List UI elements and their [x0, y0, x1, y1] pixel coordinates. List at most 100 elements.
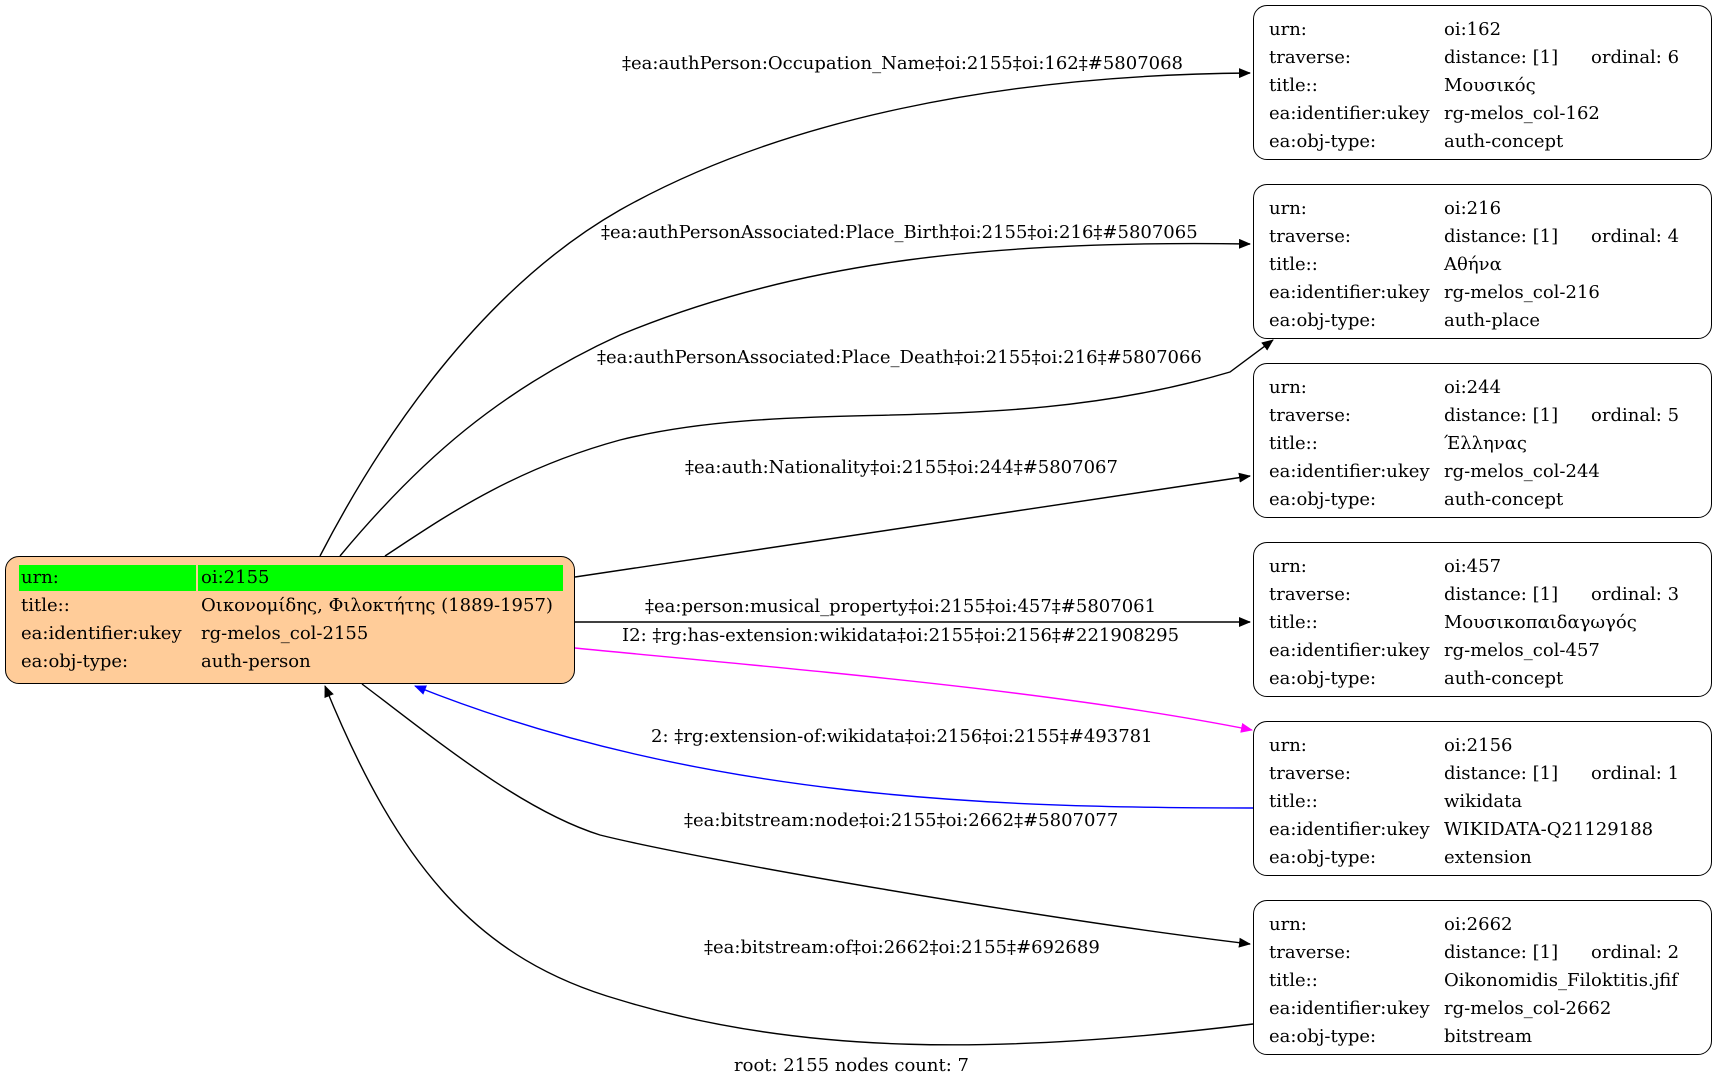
- node-ordinal: ordinal: 1: [1591, 763, 1680, 784]
- node-value: distance: [1]: [1444, 942, 1559, 963]
- root-value: auth-person: [201, 651, 311, 672]
- edge-oi-2155-to-oi-2662: [361, 683, 1251, 948]
- node-row-title: title::Μουσικός: [1254, 73, 1711, 99]
- node-value: oi:457: [1444, 556, 1502, 577]
- root-node[interactable]: urn: oi:2155 title:: Οικονομίδης, Φιλοκτ…: [5, 556, 575, 684]
- node-value: Αθήνα: [1444, 254, 1502, 275]
- root-key: urn:: [19, 565, 196, 591]
- root-row-title: title:: Οικονομίδης, Φιλοκτήτης (1889-19…: [6, 593, 574, 619]
- node-value: rg-melos_col-2662: [1444, 998, 1612, 1019]
- node-value: oi:162: [1444, 19, 1502, 40]
- node-value: rg-melos_col-216: [1444, 282, 1600, 303]
- edge-oi-2155-to-oi-216: [384, 339, 1274, 557]
- node-key: title::: [1269, 75, 1318, 96]
- edge-label: ‡ea:bitstream:of‡oi:2662‡oi:2155‡#692689: [704, 937, 1100, 958]
- node-row-traverse: traverse:distance: [1]ordinal: 3: [1254, 582, 1711, 608]
- edge-label: ‡ea:authPerson:Occupation_Name‡oi:2155‡o…: [622, 53, 1184, 74]
- node-value: Έλληνας: [1444, 433, 1527, 454]
- node-key: urn:: [1269, 556, 1307, 577]
- node-oi-457[interactable]: urn: oi:457 traverse:distance: [1]ordinal:…: [1253, 542, 1712, 697]
- node-value: WIKIDATA-Q21129188: [1444, 819, 1654, 840]
- root-row-urn: urn: oi:2155: [6, 565, 574, 591]
- node-row-obj-type: ea:obj-type: auth-concept: [1254, 129, 1711, 155]
- node-key: ea:identifier:ukey: [1269, 103, 1430, 124]
- node-key: ea:identifier:ukey: [1269, 282, 1430, 303]
- node-key: traverse:: [1269, 405, 1351, 426]
- node-value: auth-concept: [1444, 131, 1564, 152]
- edge-oi-2155-to-oi-244: [574, 472, 1251, 578]
- edge-label: ‡ea:auth:Nationality‡oi:2155‡oi:244‡#580…: [685, 457, 1118, 478]
- node-row-title: title::Μουσικοπαιδαγωγός: [1254, 610, 1711, 636]
- node-row-traverse: traverse:distance: [1]ordinal: 4: [1254, 224, 1711, 250]
- node-oi-244[interactable]: urn:oi:244 traverse: distance: [1] ordinal:…: [1253, 363, 1712, 518]
- node-oi-2156[interactable]: urn: oi:2156 traverse: distance: [1] ordinal…: [1253, 721, 1712, 876]
- node-row-urn: urn: oi:457: [1254, 554, 1711, 580]
- node-row-obj-type: ea:obj-type:bitstream: [1254, 1024, 1711, 1050]
- node-key: ea:obj-type:: [1269, 489, 1377, 510]
- node-ordinal: ordinal: 2: [1591, 942, 1680, 963]
- node-key: ea:obj-type:: [1269, 310, 1377, 331]
- node-row-obj-type: ea:obj-type:auth-concept: [1254, 666, 1711, 692]
- node-key: urn:: [1269, 377, 1307, 398]
- node-row-title: title::Αθήνα: [1254, 252, 1711, 278]
- edge-oi-2155-to-oi-216: [339, 238, 1251, 557]
- node-key: ea:identifier:ukey: [1269, 461, 1430, 482]
- edge-oi-2155-to-oi-162: [319, 68, 1251, 557]
- node-row-obj-type: ea:obj-type: auth-place: [1254, 308, 1711, 334]
- node-value: oi:216: [1444, 198, 1502, 219]
- node-row-title: title::Oikonomidis_Filoktitis.jfif: [1254, 968, 1711, 994]
- node-row-urn: urn:oi:2662: [1254, 912, 1711, 938]
- node-key: ea:obj-type:: [1269, 131, 1377, 152]
- node-key: title::: [1269, 254, 1318, 275]
- node-key: ea:identifier:ukey: [1269, 640, 1430, 661]
- node-key: title::: [1269, 970, 1318, 991]
- node-row-title: title::wikidata: [1254, 789, 1711, 815]
- node-key: title::: [1269, 612, 1318, 633]
- node-key: traverse:: [1269, 942, 1351, 963]
- node-row-urn: urn: oi:2156: [1254, 733, 1711, 759]
- node-key: ea:obj-type:: [1269, 847, 1377, 868]
- node-key: ea:obj-type:: [1269, 668, 1377, 689]
- edge-label: ‡ea:person:musical_property‡oi:2155‡oi:4…: [645, 596, 1157, 617]
- node-ordinal: ordinal: 5: [1591, 405, 1680, 426]
- node-row-ukey: ea:identifier:ukey rg-melos_col-162: [1254, 101, 1711, 127]
- node-value: Μουσικός: [1444, 75, 1536, 96]
- node-row-urn: urn:oi:244: [1254, 375, 1711, 401]
- node-value: Oikonomidis_Filoktitis.jfif: [1444, 970, 1678, 991]
- node-value: distance: [1]: [1444, 584, 1559, 605]
- edge-label: 2: ‡rg:extension-of:wikidata‡oi:2156‡oi:…: [651, 726, 1153, 747]
- node-value: auth-place: [1444, 310, 1540, 331]
- root-row-ukey: ea:identifier:ukey rg-melos_col-2155: [6, 621, 574, 647]
- node-value: bitstream: [1444, 1026, 1533, 1047]
- node-ordinal: ordinal: 6: [1591, 47, 1680, 68]
- footer-status: root: 2155 nodes count: 7: [734, 1055, 969, 1076]
- node-value: oi:2662: [1444, 914, 1513, 935]
- node-row-ukey: ea:identifier:ukey rg-melos_col-216: [1254, 280, 1711, 306]
- node-oi-2662[interactable]: urn:oi:2662 traverse: distance: [1] ordinal…: [1253, 900, 1712, 1055]
- node-value: rg-melos_col-162: [1444, 103, 1600, 124]
- node-value: wikidata: [1444, 791, 1523, 812]
- edge-label: ‡ea:bitstream:node‡oi:2155‡oi:2662‡#5807…: [684, 810, 1119, 831]
- node-value: distance: [1]: [1444, 47, 1559, 68]
- edge-oi-2662-to-oi-2155: [324, 685, 1254, 1046]
- node-row-traverse: traverse:distance: [1]ordinal: 6: [1254, 45, 1711, 71]
- edge-label: I2: ‡rg:has-extension:wikidata‡oi:2155‡o…: [622, 625, 1180, 646]
- node-row-traverse: traverse: distance: [1] ordinal: 2: [1254, 940, 1711, 966]
- edge-oi-2156-to-oi-2155: [414, 685, 1254, 809]
- edge-label: ‡ea:authPersonAssociated:Place_Death‡oi:…: [597, 347, 1202, 368]
- node-value: distance: [1]: [1444, 763, 1559, 784]
- node-key: title::: [1269, 791, 1318, 812]
- node-value: distance: [1]: [1444, 226, 1559, 247]
- node-key: urn:: [1269, 198, 1307, 219]
- node-ordinal: ordinal: 4: [1591, 226, 1680, 247]
- node-value: oi:2156: [1444, 735, 1513, 756]
- node-key: urn:: [1269, 735, 1307, 756]
- edge-label: ‡ea:authPersonAssociated:Place_Birth‡oi:…: [601, 222, 1198, 243]
- node-value: distance: [1]: [1444, 405, 1559, 426]
- root-value: rg-melos_col-2155: [201, 623, 369, 644]
- node-key: traverse:: [1269, 763, 1351, 784]
